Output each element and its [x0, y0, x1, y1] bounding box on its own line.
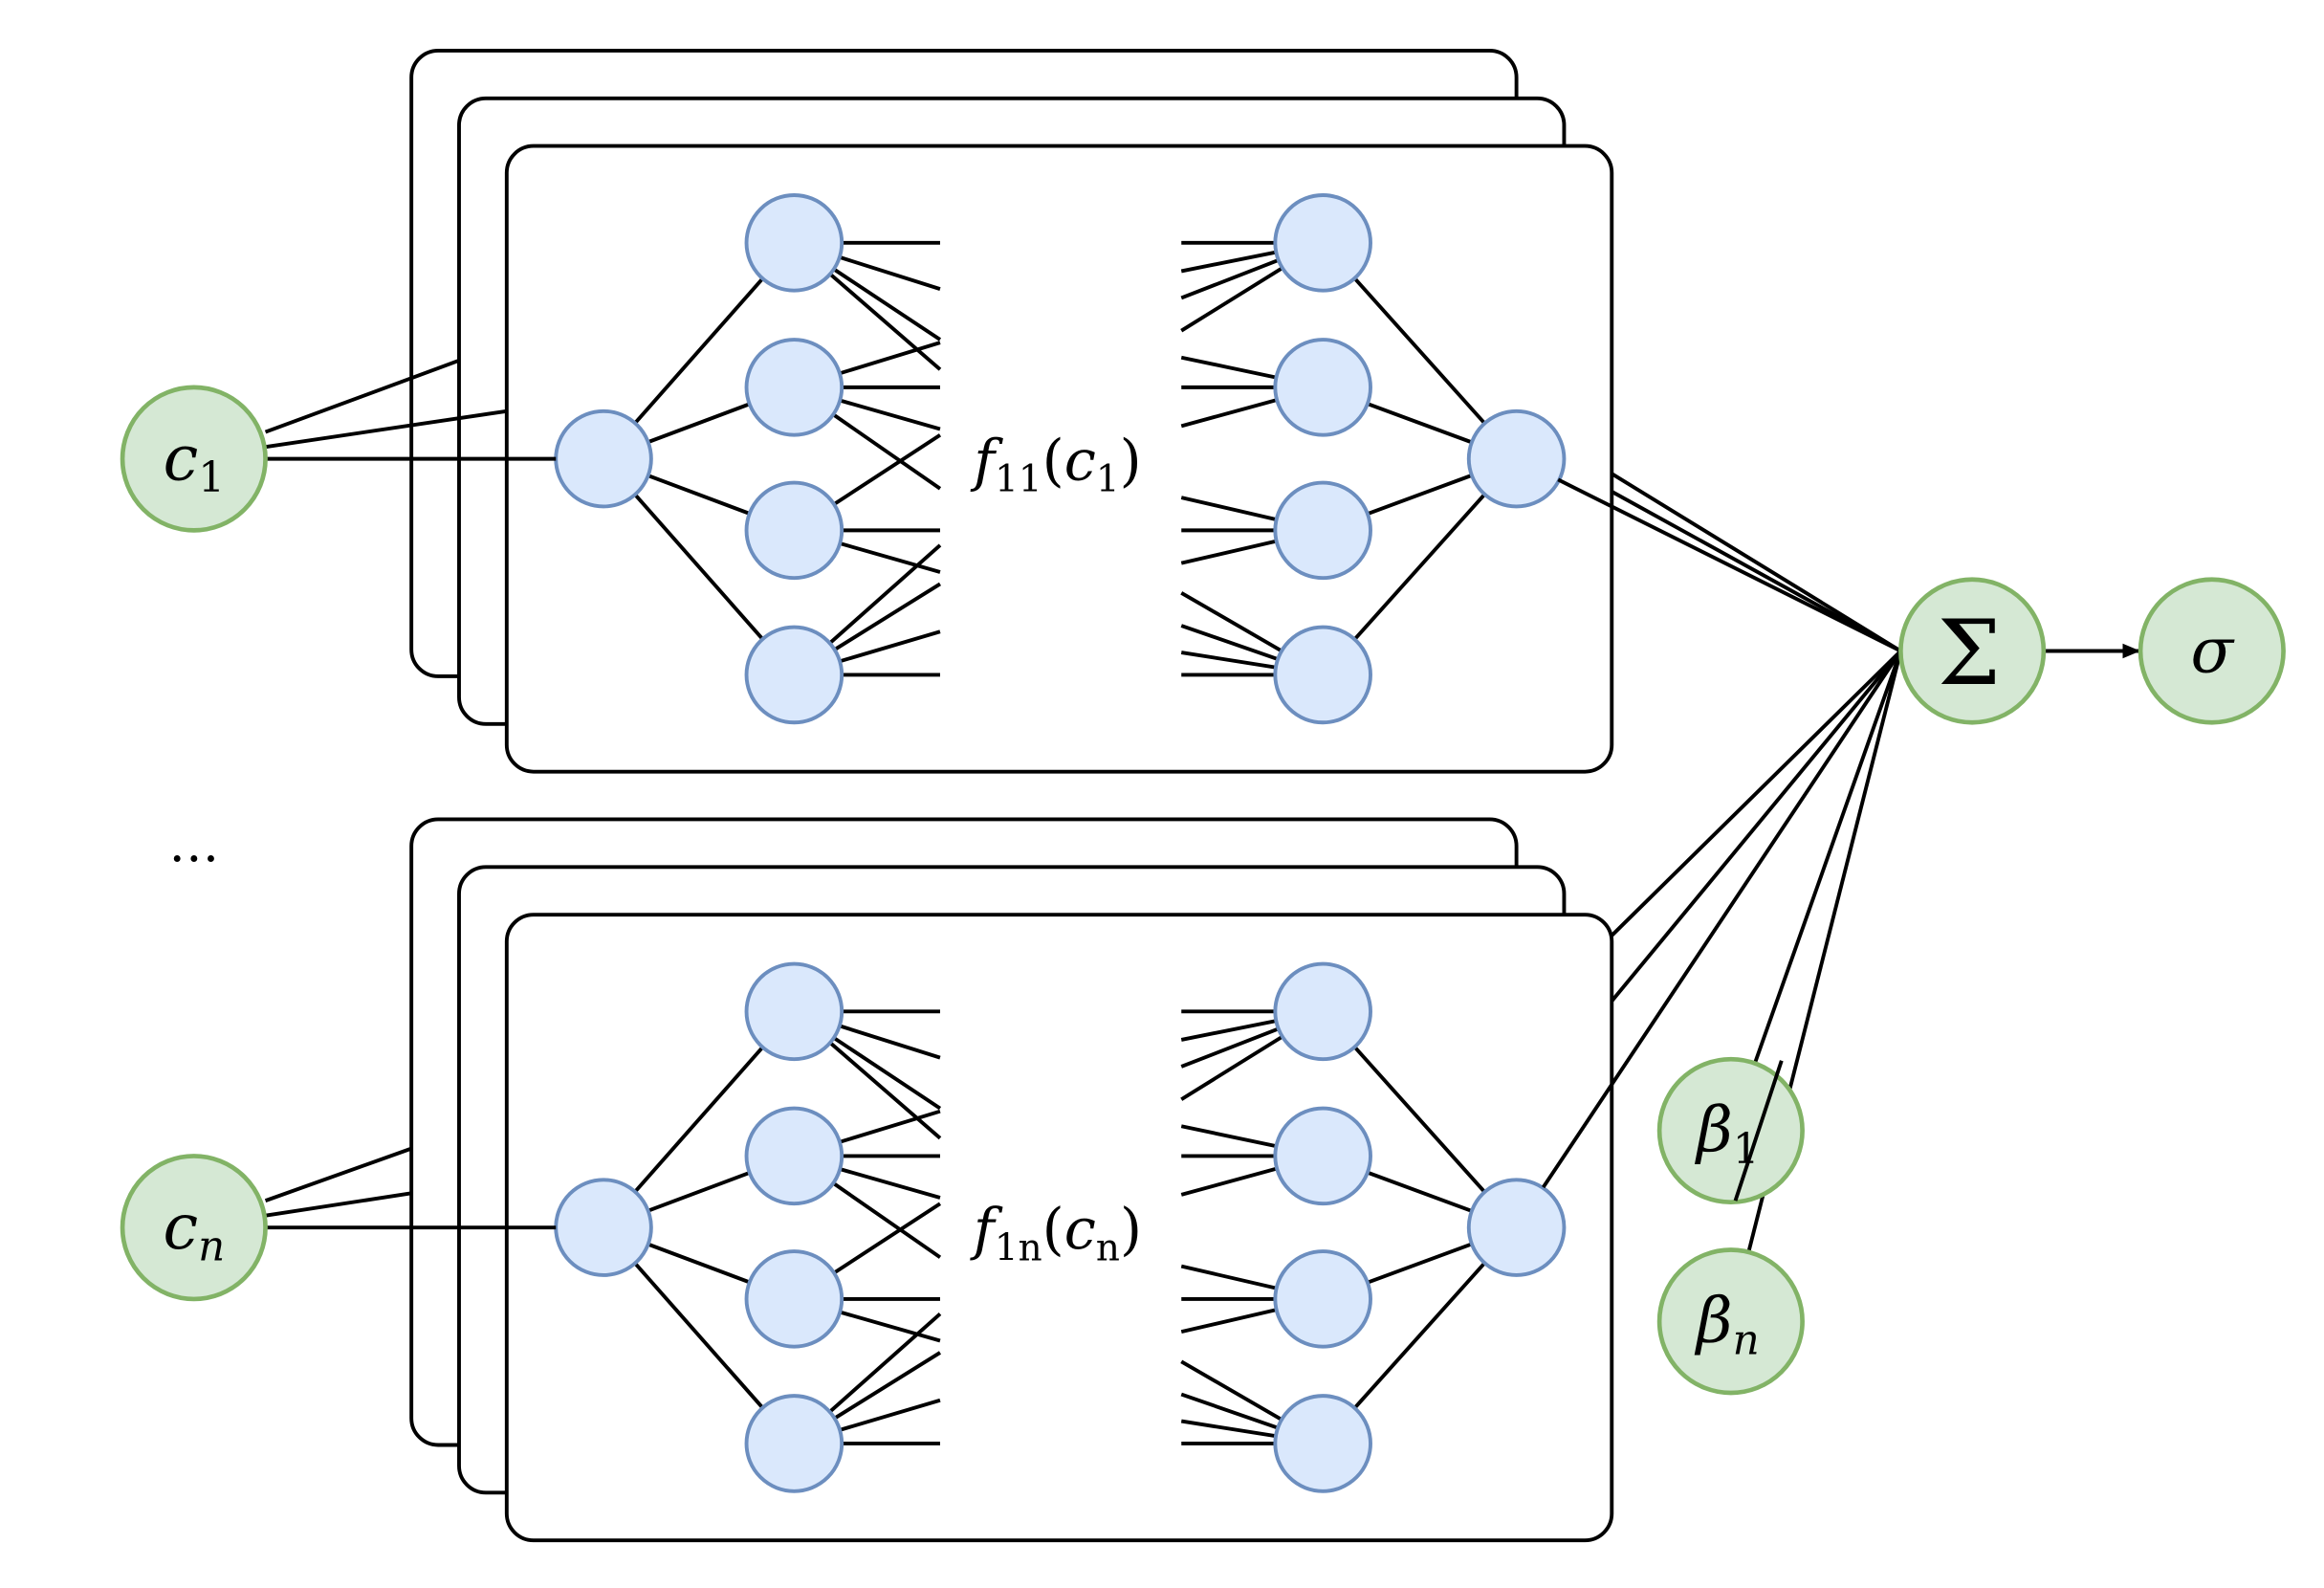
- network-output-neuron: [1466, 408, 1567, 509]
- first-layer-neuron: [744, 1249, 844, 1349]
- input-node-c1-label: c1: [164, 422, 225, 501]
- last-layer-neuron: [1273, 1249, 1372, 1349]
- first-layer-neuron: [744, 480, 844, 581]
- activation-node: [2138, 577, 2286, 725]
- last-layer-neuron: [1273, 1394, 1372, 1493]
- network-input-neuron: [554, 408, 653, 509]
- network-input-neuron: [554, 1178, 653, 1277]
- last-layer-neuron: [1273, 625, 1372, 725]
- first-layer-neuron: [744, 193, 844, 293]
- input-node-cn-label: cn: [163, 1191, 225, 1270]
- bias-beta1-overlap-edge: [1733, 1060, 1784, 1202]
- input-connections: [264, 359, 557, 1230]
- inputs-ellipsis: …: [168, 815, 219, 873]
- hidden-layers-gap: [941, 961, 1180, 1493]
- bias-node-betan-label: βn: [1694, 1285, 1760, 1364]
- sum-node: [1898, 577, 2047, 725]
- network-output-neuron: [1466, 1178, 1567, 1277]
- last-layer-neuron: [1273, 193, 1372, 293]
- network-function-label: f1n(cn): [970, 1196, 1142, 1269]
- summation-connections: [1542, 472, 2141, 1252]
- first-layer-neuron: [744, 961, 844, 1062]
- hidden-layers-gap: [941, 193, 1180, 724]
- last-layer-neuron: [1273, 961, 1372, 1062]
- network-function-label: f11(c1): [970, 427, 1142, 500]
- activation-node-symbol: σ: [2191, 614, 2236, 687]
- last-layer-neuron: [1273, 338, 1372, 437]
- first-layer-neuron: [744, 338, 844, 437]
- last-layer-neuron: [1273, 1106, 1372, 1206]
- bias-node-betan: [1656, 1247, 1805, 1396]
- first-layer-neuron: [744, 1106, 844, 1206]
- input-node-c1: [120, 385, 268, 533]
- last-layer-neuron: [1273, 480, 1372, 581]
- network-stack-top: f11(c1): [409, 48, 1614, 774]
- input-node-cn: [120, 1154, 268, 1302]
- first-layer-neuron: [744, 1394, 844, 1493]
- sum-node-symbol: Σ: [1938, 602, 2001, 706]
- bias-node-beta1: [1656, 1056, 1805, 1205]
- first-layer-neuron: [744, 625, 844, 725]
- network-stack-bottom: f1n(cn): [409, 817, 1614, 1543]
